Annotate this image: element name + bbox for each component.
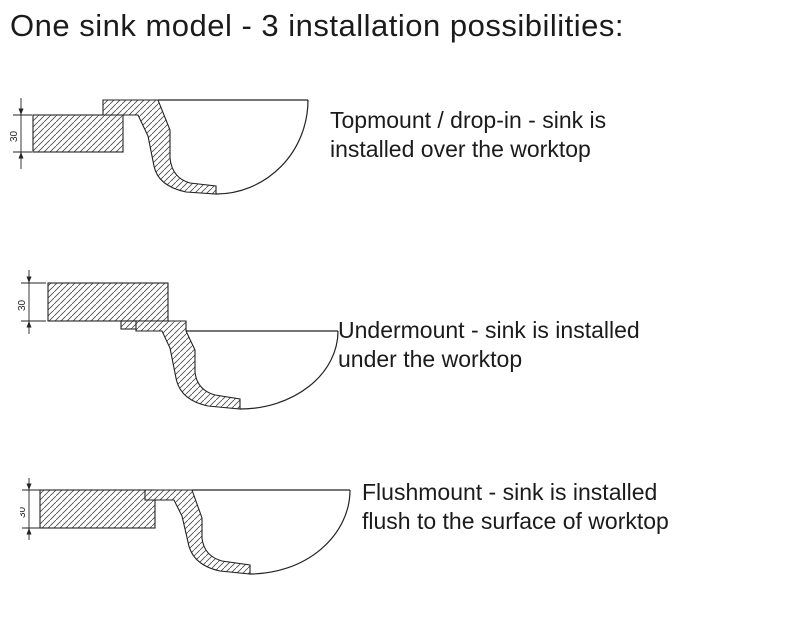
bowl-arc bbox=[215, 99, 309, 195]
dimension-30: 30 bbox=[9, 98, 32, 169]
undermount-caption-line2: under the worktop bbox=[338, 346, 523, 373]
flushmount-caption: Flushmount - sink is installed flush to … bbox=[362, 478, 669, 537]
undermount-drawing: 30 bbox=[18, 270, 339, 410]
dimension-30: 30 bbox=[20, 478, 42, 540]
undermount-caption: Undermount - sink is installed under the… bbox=[338, 316, 640, 375]
bowl-arc bbox=[249, 489, 351, 575]
undermount-caption-line1: Undermount - sink is installed bbox=[338, 317, 640, 343]
dim-label: 30 bbox=[20, 506, 28, 518]
page-title: One sink model - 3 installation possibil… bbox=[10, 8, 624, 43]
dim-arrow-bottom bbox=[26, 321, 32, 328]
dim-label: 30 bbox=[9, 130, 20, 142]
worktop-section bbox=[32, 114, 124, 153]
flushmount-drawing: 30 bbox=[20, 478, 351, 575]
flushmount-diagram: 30 bbox=[20, 478, 362, 582]
sink-profile bbox=[102, 99, 309, 195]
dim-arrow-top bbox=[18, 108, 24, 115]
dim-arrow-bottom bbox=[26, 528, 32, 535]
topmount-drawing: 30 bbox=[9, 98, 309, 195]
worktop-section bbox=[47, 282, 169, 322]
topmount-caption-line1: Topmount / drop-in - sink is bbox=[330, 107, 607, 133]
sink-profile bbox=[120, 320, 339, 410]
sink-profile bbox=[144, 489, 351, 575]
topmount-caption: Topmount / drop-in - sink is installed o… bbox=[330, 106, 606, 165]
dim-arrow-bottom bbox=[18, 152, 24, 159]
flushmount-caption-line2: flush to the surface of worktop bbox=[362, 508, 669, 535]
dim-arrow-top bbox=[26, 276, 32, 283]
topmount-caption-line2: installed over the worktop bbox=[330, 136, 591, 163]
dim-label: 30 bbox=[18, 299, 28, 311]
undermount-diagram: 30 bbox=[18, 268, 350, 418]
dimension-30: 30 bbox=[18, 270, 46, 334]
worktop-section bbox=[39, 489, 156, 529]
flushmount-caption-line1: Flushmount - sink is installed bbox=[362, 479, 658, 505]
topmount-diagram: 30 bbox=[8, 86, 320, 204]
clamp-step bbox=[120, 320, 138, 330]
bowl-arc bbox=[239, 330, 339, 410]
dim-arrow-top bbox=[26, 483, 32, 490]
